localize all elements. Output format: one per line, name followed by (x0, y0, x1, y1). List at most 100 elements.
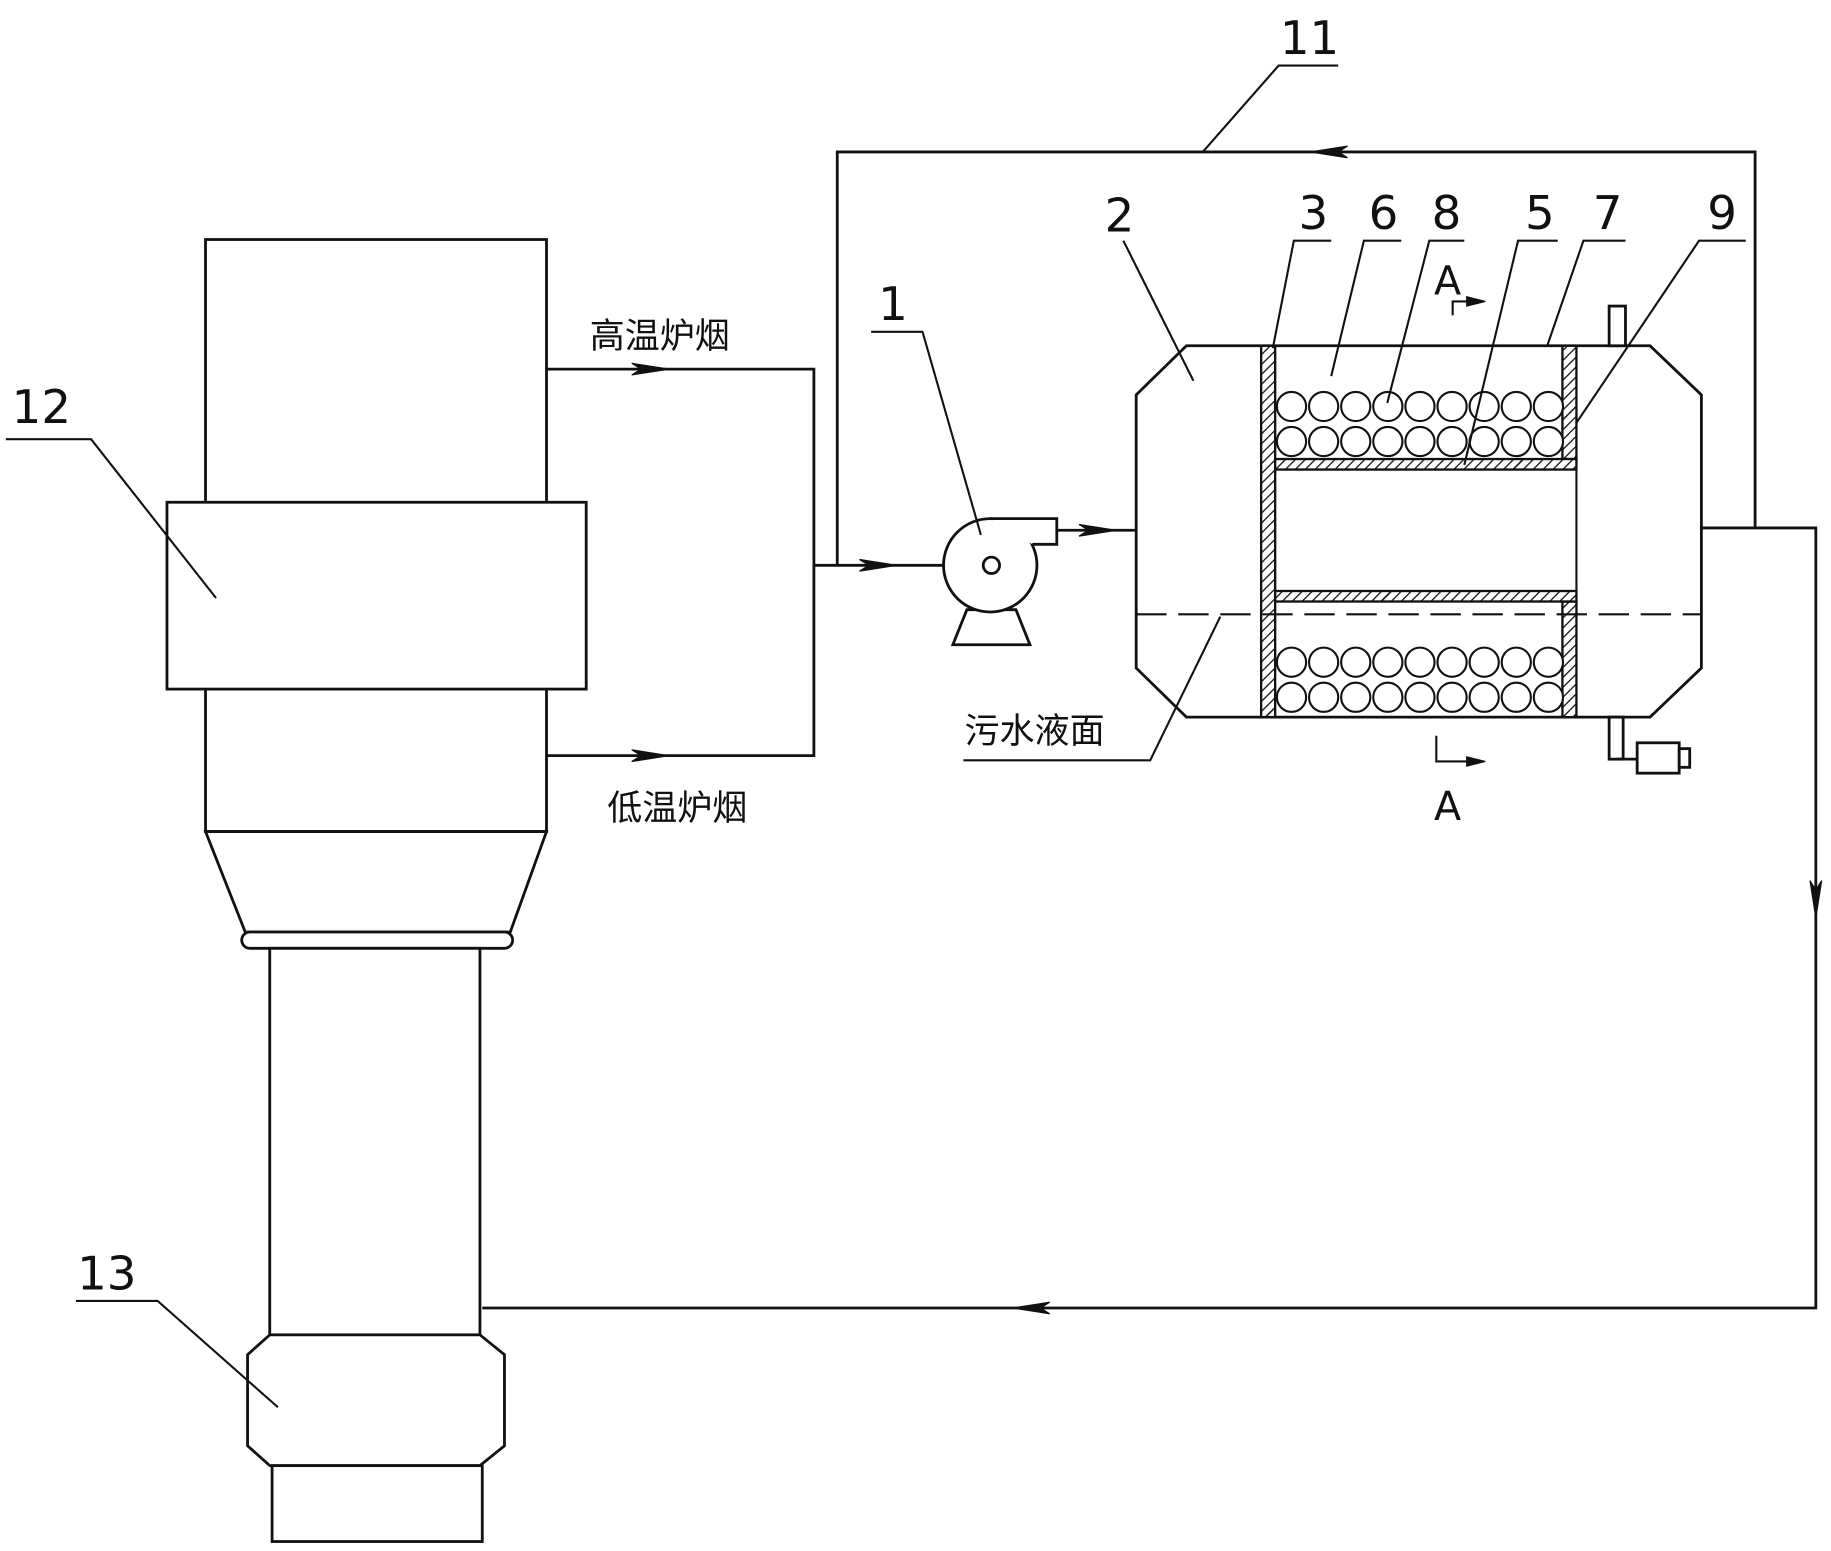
packing-ball (1372, 425, 1404, 458)
section-mark-top-arrow (1466, 295, 1486, 307)
right-hatched-plate-lower-9 (1561, 600, 1578, 719)
label-12: 12 (12, 381, 71, 435)
packing-ball (1468, 646, 1500, 678)
packing-ball (1307, 390, 1340, 423)
furnace-cone (203, 830, 549, 934)
bottom-drain (1607, 715, 1625, 761)
section-label-bottom: A (1434, 784, 1461, 830)
label-6: 6 (1369, 187, 1399, 241)
packing-ball (1500, 646, 1532, 678)
leader-6 (1330, 239, 1402, 377)
label-3: 3 (1299, 187, 1329, 241)
drain-motor-cap (1677, 747, 1692, 769)
leader-12 (5, 438, 217, 599)
packing-ball (1532, 681, 1565, 713)
packing-ball (1404, 425, 1436, 458)
fan-pump-1 (942, 517, 1059, 647)
packing-ball (1532, 390, 1565, 423)
packing-ball (1468, 390, 1500, 423)
packing-ball (1307, 681, 1340, 713)
leader-7 (1546, 239, 1626, 347)
leader-13 (75, 1299, 279, 1409)
label-11: 11 (1280, 12, 1339, 66)
packing-ball (1468, 681, 1500, 713)
packing-ball (1436, 681, 1468, 713)
packing-ball (1340, 646, 1372, 678)
label-low-temp-flue: 低温炉烟 (607, 788, 747, 829)
furnace-bottom-pipe (270, 1464, 484, 1543)
leader-3 (1271, 239, 1332, 349)
packing-ball (1436, 390, 1468, 423)
packing-ball (1532, 646, 1565, 678)
partition-plate-upper-5 (1273, 457, 1578, 471)
arrow-pump-outlet (1078, 523, 1117, 537)
arrow-low-temp (631, 749, 670, 763)
drain-motor (1635, 741, 1681, 775)
packing-ball (1372, 646, 1404, 678)
packing-ball (1404, 390, 1436, 423)
packing-ball (1275, 425, 1308, 458)
label-1: 1 (878, 278, 908, 332)
packing-balls-8 (1275, 390, 1565, 713)
callouts: 12 13 11 1 2 3 6 8 5 7 9 高温炉烟 低温炉烟 污水液面 (5, 12, 1746, 1409)
arrow-high-temp (631, 362, 670, 376)
pump-base (950, 608, 1033, 647)
leader-1 (871, 330, 982, 536)
outlet-unit-13 (246, 1333, 506, 1468)
packing-ball (1340, 425, 1372, 458)
top-vent (1607, 304, 1627, 348)
label-8: 8 (1432, 187, 1462, 241)
section-label-top: A (1434, 258, 1461, 304)
leader-8 (1386, 239, 1465, 404)
section-markers: A A (1434, 258, 1486, 830)
furnace-lower-pipe (268, 946, 482, 1337)
label-liquid-level: 污水液面 (965, 711, 1105, 752)
leader-5 (1463, 239, 1558, 466)
packing-ball (1500, 681, 1532, 713)
packing-ball (1500, 425, 1532, 458)
furnace-band-12 (165, 500, 588, 691)
section-mark-bottom-arrow (1466, 756, 1486, 767)
packing-ball (1372, 390, 1404, 423)
leader-2 (1122, 240, 1195, 382)
pump-volute-outlet (990, 517, 1059, 546)
label-9: 9 (1707, 187, 1737, 241)
arrow-outlet-left (1012, 1301, 1051, 1315)
packing-ball (1404, 681, 1436, 713)
packing-ball (1340, 681, 1372, 713)
arrow-return (1310, 145, 1348, 159)
packing-ball (1436, 646, 1468, 678)
label-13: 13 (77, 1247, 136, 1301)
flow-arrows (631, 145, 1823, 1315)
section-mark-bottom-line (1435, 735, 1470, 763)
packing-ball (1275, 390, 1308, 423)
packing-ball (1436, 425, 1468, 458)
label-high-temp-flue: 高温炉烟 (590, 316, 730, 357)
arrow-feed (859, 558, 897, 572)
packing-ball (1500, 390, 1532, 423)
right-hatched-plate-upper-9 (1561, 344, 1578, 461)
leader-11 (1201, 64, 1339, 153)
label-5: 5 (1525, 187, 1555, 241)
leader-liquid-level (963, 616, 1222, 762)
arrow-outlet-down (1809, 880, 1823, 919)
packing-ball (1532, 425, 1565, 458)
leader-9 (1575, 239, 1746, 424)
packing-ball (1340, 390, 1372, 423)
packing-ball (1372, 681, 1404, 713)
scrubber-vessel-2 (1134, 304, 1703, 775)
section-mark-top-line (1451, 300, 1470, 316)
packing-ball (1275, 646, 1308, 678)
left-hatched-plate-3 (1259, 344, 1277, 719)
return-line-11 (835, 150, 1757, 566)
furnace-flange-ring (240, 930, 515, 950)
label-7: 7 (1593, 187, 1623, 241)
high-temp-pipe (546, 367, 816, 758)
label-2: 2 (1105, 189, 1135, 243)
packing-ball (1404, 646, 1436, 678)
furnace-assembly (165, 238, 588, 1543)
partition-plate-lower (1273, 589, 1578, 603)
packing-ball (1468, 425, 1500, 458)
packing-ball (1307, 646, 1340, 678)
